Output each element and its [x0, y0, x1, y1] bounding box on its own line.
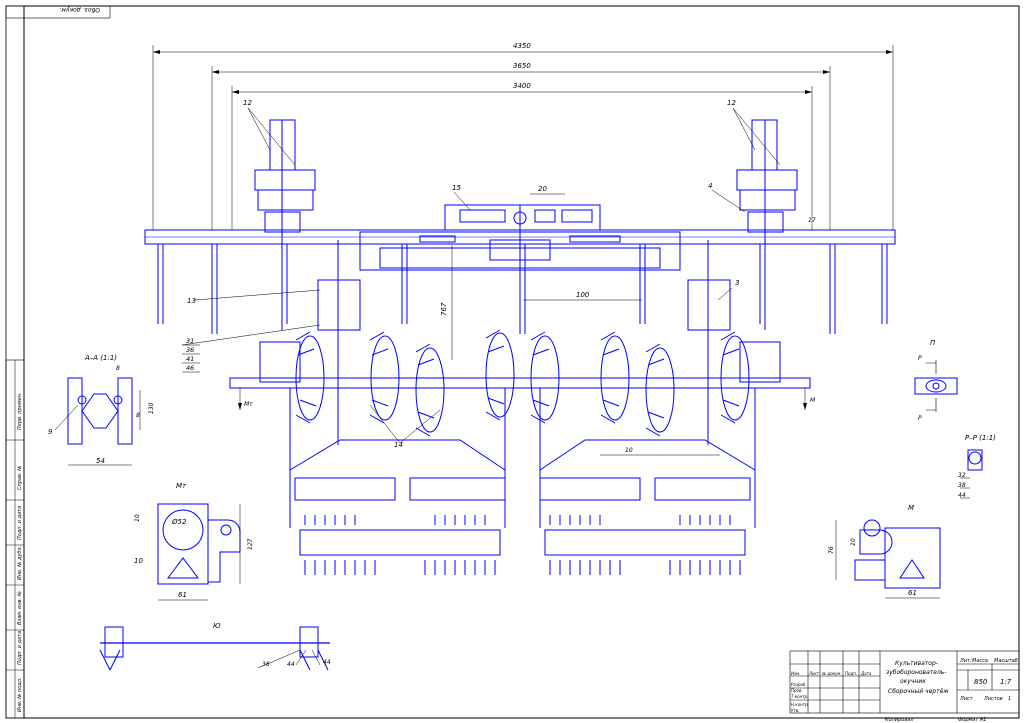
- side-stamp-3: Подп. и дата: [17, 506, 23, 540]
- view-mt-left-label: Мт: [244, 401, 253, 408]
- tb-name-4: Сборочный чертёж: [888, 688, 949, 695]
- callout-12-left: 12: [243, 99, 252, 107]
- view-m-right-label: М: [810, 397, 816, 404]
- tb-sheets-label: Листов: [983, 696, 1003, 702]
- tb-mass: 850: [974, 678, 988, 686]
- tb-sheets-count: 1: [1008, 696, 1011, 702]
- view-m: [835, 519, 941, 599]
- tb-lit-header: Лит.: [959, 658, 972, 664]
- view-aa-title: А–А (1:1): [84, 354, 117, 362]
- view-shaft: [99, 626, 330, 671]
- tb-name-3: окучник: [900, 678, 926, 685]
- view-mt-title: Мт: [176, 482, 187, 490]
- tb-sheet-label: Лист: [959, 696, 974, 702]
- tb-date: Дата: [860, 671, 872, 676]
- callout-10-center: 10: [625, 447, 633, 454]
- view-aa-dim-8: 8: [116, 365, 120, 372]
- view-rr-s1: 32: [958, 472, 966, 479]
- view-aa-callout-9: 9: [48, 428, 53, 436]
- view-arrows: [238, 388, 807, 410]
- callout-12-right: 12: [727, 99, 736, 107]
- tb-utv: Утв.: [791, 708, 799, 713]
- tb-scale: 1:7: [1000, 678, 1012, 686]
- side-stamp: Перв. примен. Справ. № Подп. и дата Инв.…: [5, 359, 25, 719]
- right-hitch: [687, 119, 798, 445]
- view-rr-s2: 38: [958, 482, 966, 489]
- callout-4: 4: [708, 182, 712, 190]
- callout-13: 13: [187, 297, 196, 305]
- view-m-dim-10: 10: [850, 538, 857, 546]
- view-shaft-44b: 44: [323, 659, 331, 666]
- hiller-discs: [229, 329, 811, 437]
- dim-top-small: 20: [538, 185, 547, 193]
- tb-mass-header: Масса: [972, 658, 988, 664]
- view-m-dim-76: 76: [828, 546, 835, 554]
- view-m-title: М: [908, 504, 914, 512]
- view-p-title: П: [930, 339, 936, 347]
- tb-doc: № докум.: [821, 671, 842, 676]
- view-rr-title: Р–Р (1:1): [965, 434, 996, 442]
- view-m-dim-61: 61: [908, 589, 917, 597]
- view-p-label-top: Р: [918, 355, 922, 362]
- dim-height-vertical: 767: [440, 302, 448, 316]
- side-stamp-5: Взам. инв. №: [17, 591, 23, 625]
- side-stamp-2: Справ. №: [17, 466, 23, 490]
- view-mt-dim-127: 127: [247, 538, 254, 550]
- view-mt-callout-10: 10: [134, 557, 143, 565]
- tb-name-2: зубоборонователь-: [886, 669, 947, 676]
- view-mt-dim-10: 10: [134, 514, 141, 522]
- view-section-aa: [54, 377, 141, 466]
- tb-sign: Подп.: [845, 671, 857, 676]
- dim-small-r: 17: [808, 217, 816, 224]
- view-rr-s3: 44: [958, 492, 966, 499]
- view-aa-dim-130: 130: [148, 402, 155, 414]
- view-mt-dim-61: 61: [178, 591, 187, 599]
- view-aa-dim-54: 54: [96, 457, 105, 465]
- tb-list: Лист: [808, 671, 820, 676]
- stack-36: 36: [186, 346, 194, 354]
- view-p-label-bot: Р: [918, 415, 922, 422]
- top-dimensions: [152, 45, 894, 230]
- tb-tkontr: Т.контр.: [791, 694, 808, 699]
- sheet-frame: Обоз. докум.: [5, 5, 1020, 719]
- side-stamp-7: Инв. № подл.: [17, 678, 23, 713]
- title-block: [789, 650, 1020, 714]
- tb-name-1: Культиватор-: [895, 660, 938, 667]
- tb-format: Формат А1: [958, 717, 986, 723]
- side-stamp-1: Перв. примен.: [17, 392, 23, 430]
- view-mt: [157, 503, 241, 601]
- callout-3: 3: [735, 279, 739, 287]
- view-shaft-36: 36: [262, 661, 270, 668]
- stack-46: 46: [186, 364, 194, 372]
- view-section-rr: [960, 449, 983, 499]
- view-p: [914, 360, 958, 412]
- tb-nkontr: Н.контр.: [791, 702, 809, 707]
- stack-41: 41: [186, 355, 194, 363]
- dim-mid-width: 3650: [513, 62, 531, 70]
- side-stamp-4: Инв. № дубл.: [17, 546, 23, 580]
- harrow-sections: [289, 388, 756, 575]
- callout-15: 15: [452, 184, 461, 192]
- view-mt-dim-dia: Ø52: [171, 518, 187, 526]
- view-shaft-44a: 44: [287, 661, 295, 668]
- stacked-callout: [181, 324, 321, 373]
- dim-inner-width: 3400: [513, 82, 531, 90]
- corner-stamp: Обоз. докум.: [59, 6, 100, 13]
- callout-14: 14: [394, 441, 403, 449]
- dim-overall-width: 4350: [513, 42, 531, 50]
- tb-izm: Изм.: [791, 671, 800, 676]
- tb-razrab: Разраб.: [791, 682, 807, 687]
- left-hitch: [254, 119, 361, 445]
- tb-scale-header: Масштаб: [994, 658, 1018, 664]
- view-aa-dim-8b: 8: [136, 412, 140, 419]
- cultivator-tines: [157, 244, 888, 334]
- stack-31: 31: [186, 337, 194, 345]
- dim-spacing: 100: [576, 291, 590, 299]
- view-shaft-title: Ю: [213, 622, 221, 630]
- tb-kopiroval: Копировал: [885, 717, 914, 723]
- tb-prov: Пров.: [791, 688, 803, 693]
- side-stamp-6: Подп. и дата: [17, 631, 23, 665]
